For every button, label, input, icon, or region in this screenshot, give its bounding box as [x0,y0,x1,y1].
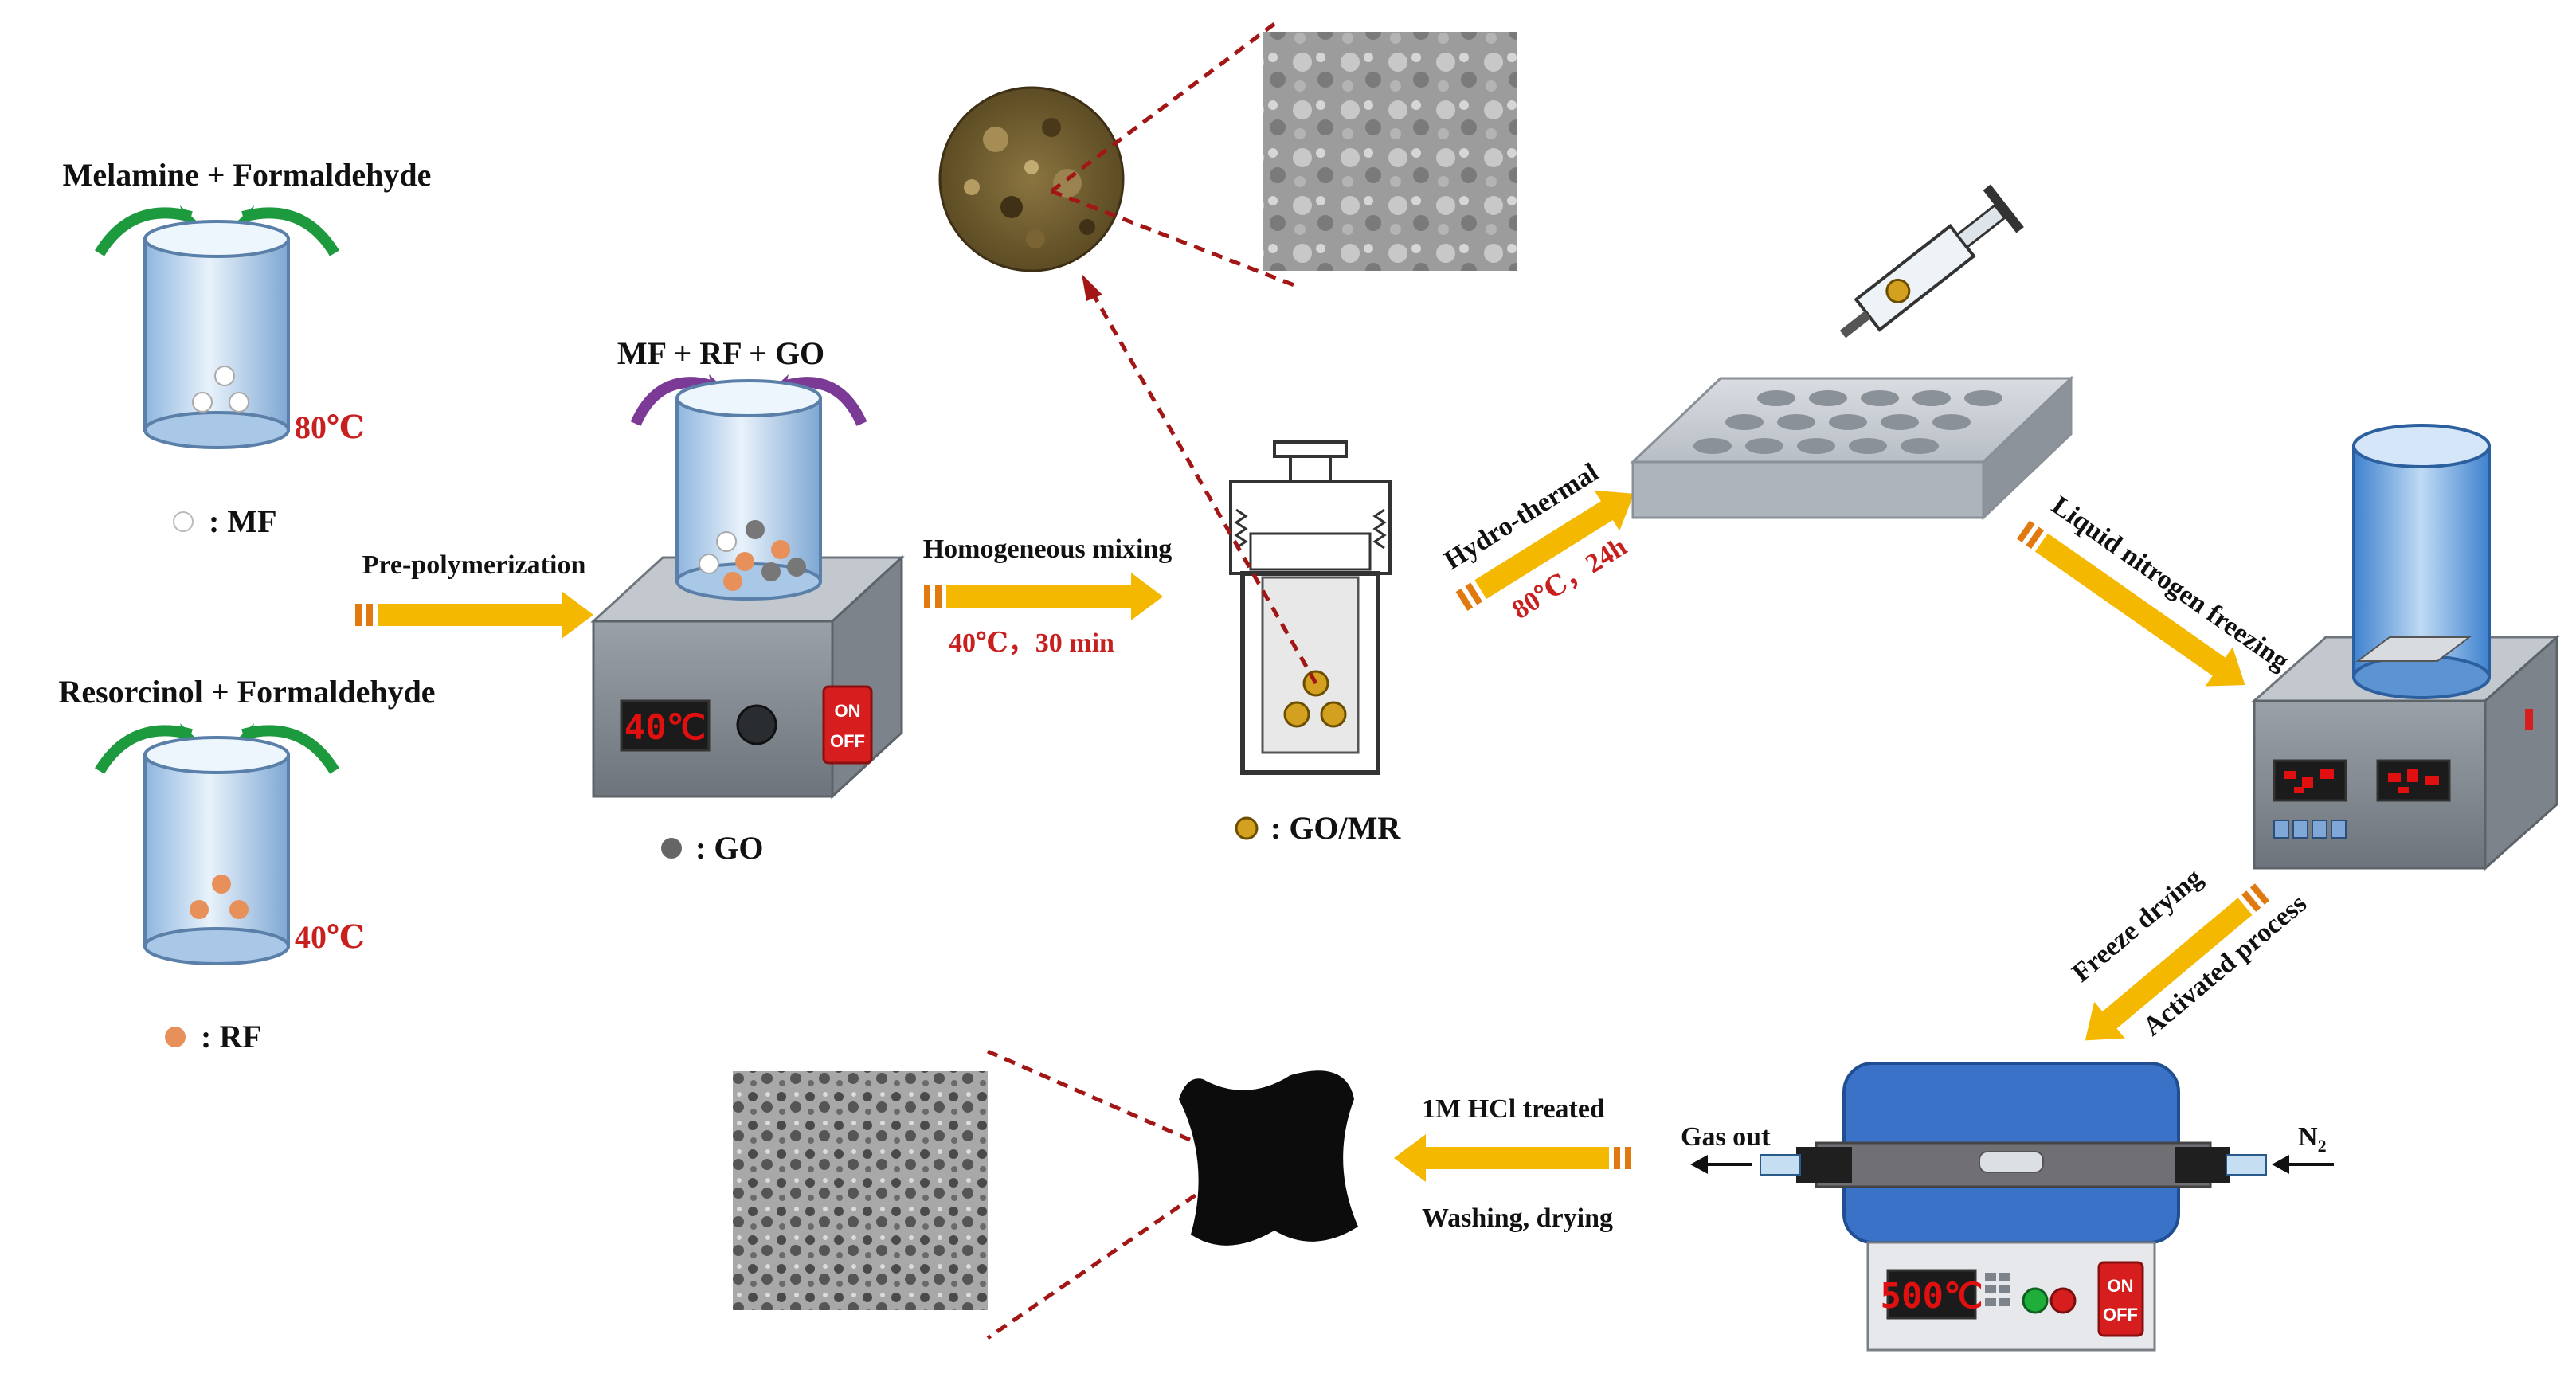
melamine-formaldehyde-label: Melamine + Formaldehyde [63,157,432,193]
furnace-display-value: 500℃ [1881,1276,1983,1317]
stirrer-knob [736,704,777,745]
hydrothermal-step: Hydro-thermal 80℃，24h [1439,458,1634,625]
homogeneous-mixing-arrow [946,573,1163,620]
hcl-treated-label: 1M HCl treated [1422,1094,1605,1124]
prepolymerization-label: Pre-polymerization [362,550,586,580]
gas-out-label: Gas out [1681,1122,1771,1152]
go-legend-dot [661,838,682,859]
mf-beaker-group: Melamine + Formaldehyde 80℃ : MF [63,157,432,539]
gomr-magnification [938,22,1517,685]
liquid-nitrogen-arrow [2034,533,2245,687]
mold-plate [1630,375,2074,521]
mf-rf-go-label: MF + RF + GO [617,335,824,371]
stirrer-display [620,699,711,752]
power-switch-on-label: ON [835,701,861,721]
start-button [2022,1287,2049,1314]
furnace-display [1886,1269,1977,1320]
final-product [733,1049,1358,1340]
go-legend-label: : GO [695,830,764,866]
sample-boat [1979,1151,2044,1173]
stirrer-display-value: 40℃ [624,707,706,748]
power-switch-off-label: OFF [830,731,865,751]
mixture-beaker [675,379,822,601]
gomr-legend-label: : GO/MR [1270,810,1401,846]
gomr-legend-dot [1235,816,1259,840]
prepolymerization-step: Pre-polymerization [355,550,593,639]
dewar [2352,424,2491,699]
sem-image-porous-carbon [733,1071,988,1310]
mf-legend-label: : MF [209,503,277,539]
mf-temperature: 80℃ [295,409,365,445]
furnace-switch-off-label: OFF [2103,1305,2138,1325]
stirrer-group: MF + RF + GO 40℃ ON OFF [590,335,905,866]
prepolymerization-arrow [378,591,593,639]
mixing-condition: 40℃，30 min [949,628,1114,658]
washing-drying-label: Washing, drying [1422,1203,1613,1233]
curved-arrow-green-left [95,207,193,256]
n2-label: N2 [2298,1122,2327,1156]
hot-plate-stirrer: 40℃ ON OFF [590,554,905,800]
sem-image-gomr [1263,32,1517,271]
hcl-washing-arrow [1394,1134,1609,1182]
syringe [1839,184,2024,338]
gas-out-indicator: Gas out [1681,1122,1771,1174]
tube-furnace: 500℃ ON OFF [1760,1062,2267,1352]
resorcinol-formaldehyde-label: Resorcinol + Formaldehyde [58,674,435,710]
homogeneous-mixing-label: Homogeneous mixing [923,534,1173,564]
freeze-drying-step [2085,883,2269,1041]
freezer [2251,424,2560,871]
stop-button [2049,1287,2077,1314]
rf-beaker-group: Resorcinol + Formaldehyde 40℃ : RF [58,674,435,1055]
gomr-particle-texture [964,118,1095,248]
freeze-drying-arrow [2085,898,2253,1041]
mf-beaker [143,220,290,449]
liquid-nitrogen-step: Liquid nitrogen freezing [2016,491,2294,687]
rf-beaker [143,736,290,965]
n2-inlet-indicator: N2 [2272,1122,2334,1174]
furnace-switch-on-label: ON [2108,1276,2134,1296]
power-switch [822,685,873,765]
rf-legend-label: : RF [201,1019,262,1055]
rf-legend-dot [165,1027,186,1047]
porous-carbon-monolith [1179,1070,1358,1246]
hydrothermal-arrow [1474,490,1634,600]
mf-legend-dot [173,511,194,532]
homogeneous-mixing-step: Homogeneous mixing 40℃，30 min [923,534,1173,658]
curved-arrow-green-left [95,725,193,774]
furnace-power-switch [2097,1261,2144,1337]
curved-arrow-green-right [241,207,339,256]
hcl-washing-step: 1M HCl treated Washing, drying [1394,1094,1631,1233]
curved-arrow-green-right [241,725,339,774]
rf-temperature: 40℃ [295,919,365,955]
autoclave [1229,440,1392,775]
